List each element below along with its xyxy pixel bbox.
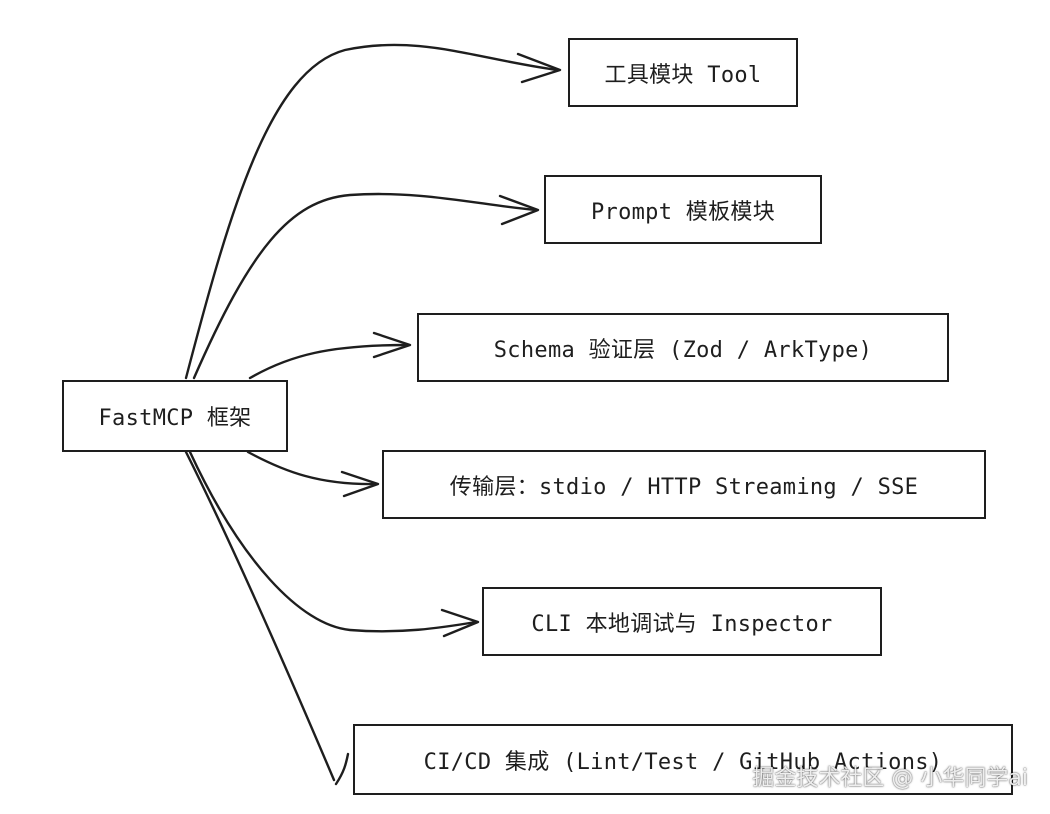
module-cicd: CI/CD 集成 (Lint/Test / GitHub Actions) (353, 724, 1013, 795)
module-schema-layer: Schema 验证层 (Zod / ArkType) (417, 313, 949, 382)
edge-to-prompt-module (192, 192, 540, 380)
module-transport-layer: 传输层：stdio / HTTP Streaming / SSE (382, 450, 986, 519)
edge-to-tool-module (184, 43, 562, 380)
edge-to-transport-layer (246, 450, 380, 498)
edge-to-schema-layer (248, 331, 412, 380)
edge-to-cli-module (188, 450, 480, 638)
module-tool: 工具模块 Tool (568, 38, 798, 107)
module-cli-inspector: CLI 本地调试与 Inspector (482, 587, 882, 656)
edge-to-cicd-module (184, 450, 350, 786)
module-prompt: Prompt 模板模块 (544, 175, 822, 244)
watermark: 掘金技术社区 @ 小华同学ai (752, 766, 1028, 791)
root-node-fastmcp: FastMCP 框架 (62, 380, 288, 452)
